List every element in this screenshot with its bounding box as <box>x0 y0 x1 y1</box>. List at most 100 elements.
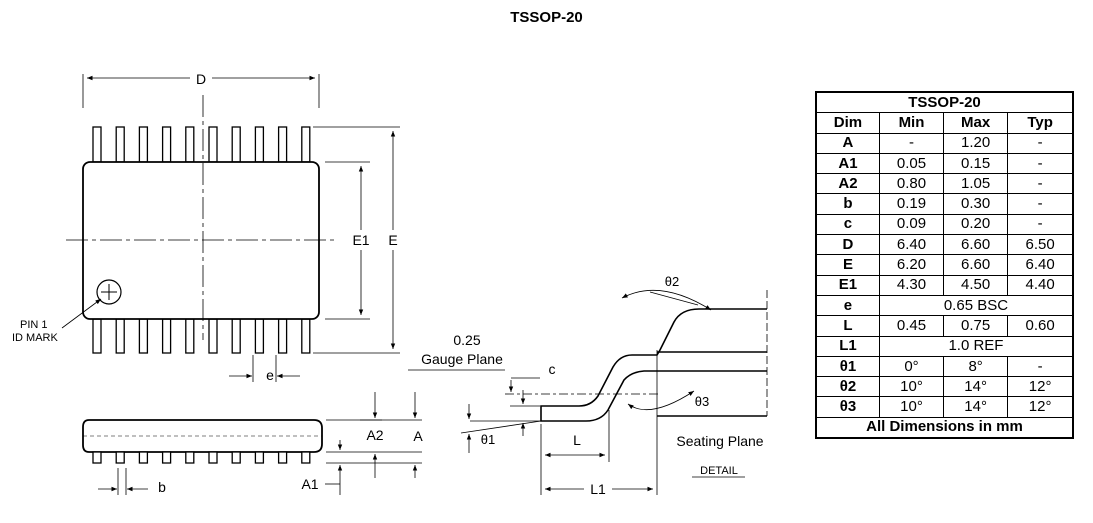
pin <box>115 126 125 163</box>
value-cell: 4.40 <box>1007 274 1074 296</box>
value-cell: 0.30 <box>943 193 1009 215</box>
dim-cell: E <box>815 254 880 276</box>
dim-label-b: b <box>158 479 166 495</box>
lead <box>301 451 311 464</box>
package-body <box>82 161 320 320</box>
lead <box>138 451 149 464</box>
value-cell: 6.60 <box>943 234 1009 256</box>
value-cell: - <box>1007 152 1074 175</box>
value-cell: 10° <box>878 376 945 398</box>
dim-label-E: E <box>388 232 397 248</box>
table-header-row: Dim Min Max Typ <box>815 112 1074 134</box>
dim-label-L: L <box>573 432 581 448</box>
value-cell: 0° <box>878 355 945 378</box>
detail-view <box>408 289 768 495</box>
column-header: Min <box>878 112 945 134</box>
side-leads <box>92 451 311 464</box>
dim-cell: e <box>815 294 880 317</box>
table-title: TSSOP-20 <box>815 91 1074 114</box>
pin <box>138 126 149 163</box>
pin1-mark-icon <box>96 279 122 305</box>
dim-label-A1: A1 <box>301 476 318 492</box>
bottom-pins <box>92 318 311 354</box>
table-title-row: TSSOP-20 <box>815 91 1074 114</box>
pin <box>277 126 288 163</box>
value-cell: 12° <box>1007 396 1074 418</box>
pin <box>161 318 172 354</box>
table-footer-row: All Dimensions in mm <box>815 416 1074 439</box>
dim-cell: A1 <box>815 152 880 175</box>
lead <box>277 451 288 464</box>
value-cell: 6.40 <box>878 234 945 256</box>
value-cell: 0.05 <box>878 152 945 175</box>
dim-label-E1: E1 <box>352 232 369 248</box>
column-header: Typ <box>1007 112 1074 134</box>
gauge-plane-label: Gauge Plane <box>421 351 503 367</box>
value-cell: - <box>878 132 945 154</box>
value-cell: 4.30 <box>878 274 945 296</box>
dim-cell: c <box>815 213 880 236</box>
angle-label-theta1: θ1 <box>481 432 495 447</box>
pin <box>301 126 311 163</box>
value-cell: 6.40 <box>1007 254 1074 276</box>
table-row: A-1.20- <box>815 132 1074 154</box>
dim-cell: θ1 <box>815 355 880 378</box>
page-title: TSSOP-20 <box>510 9 583 26</box>
column-header: Dim <box>815 112 880 134</box>
value-cell: 1.05 <box>943 173 1009 195</box>
lead <box>231 451 241 464</box>
value-cell: 6.60 <box>943 254 1009 276</box>
id-mark-label: ID MARK <box>12 332 59 344</box>
angle-label-theta3: θ3 <box>695 394 709 409</box>
pin <box>115 318 125 354</box>
pin <box>92 126 102 163</box>
table-footer: All Dimensions in mm <box>815 416 1074 439</box>
value-cell: 0.60 <box>1007 315 1074 337</box>
dim-label-A2: A2 <box>366 427 383 443</box>
dim-cell: L1 <box>815 335 880 357</box>
lead <box>161 451 172 464</box>
top-view <box>61 74 400 382</box>
top-pins <box>92 126 311 163</box>
dim-cell: θ3 <box>815 396 880 418</box>
value-cell: 8° <box>943 355 1009 378</box>
pin <box>208 318 218 354</box>
value-cell: - <box>1007 173 1074 195</box>
pin <box>231 318 241 354</box>
value-cell: 0.80 <box>878 173 945 195</box>
value-cell: 1.20 <box>943 132 1009 154</box>
pin <box>138 318 149 354</box>
seating-plane-label: Seating Plane <box>676 433 763 449</box>
value-cell: 14° <box>943 376 1009 398</box>
value-cell: 0.65 BSC <box>878 294 1074 317</box>
value-cell: 12° <box>1007 376 1074 398</box>
dim-label-D: D <box>196 71 206 87</box>
pin <box>301 318 311 354</box>
side-view <box>82 392 422 495</box>
dim-cell: L <box>815 315 880 337</box>
pin <box>254 318 265 354</box>
angle-label-theta2: θ2 <box>665 274 679 289</box>
value-cell: - <box>1007 213 1074 236</box>
lead <box>254 451 265 464</box>
value-cell: 1.0 REF <box>878 335 1074 357</box>
pin <box>231 126 241 163</box>
dim-cell: θ2 <box>815 376 880 398</box>
value-cell: - <box>1007 132 1074 154</box>
lead <box>115 451 125 464</box>
value-cell: 0.45 <box>878 315 945 337</box>
